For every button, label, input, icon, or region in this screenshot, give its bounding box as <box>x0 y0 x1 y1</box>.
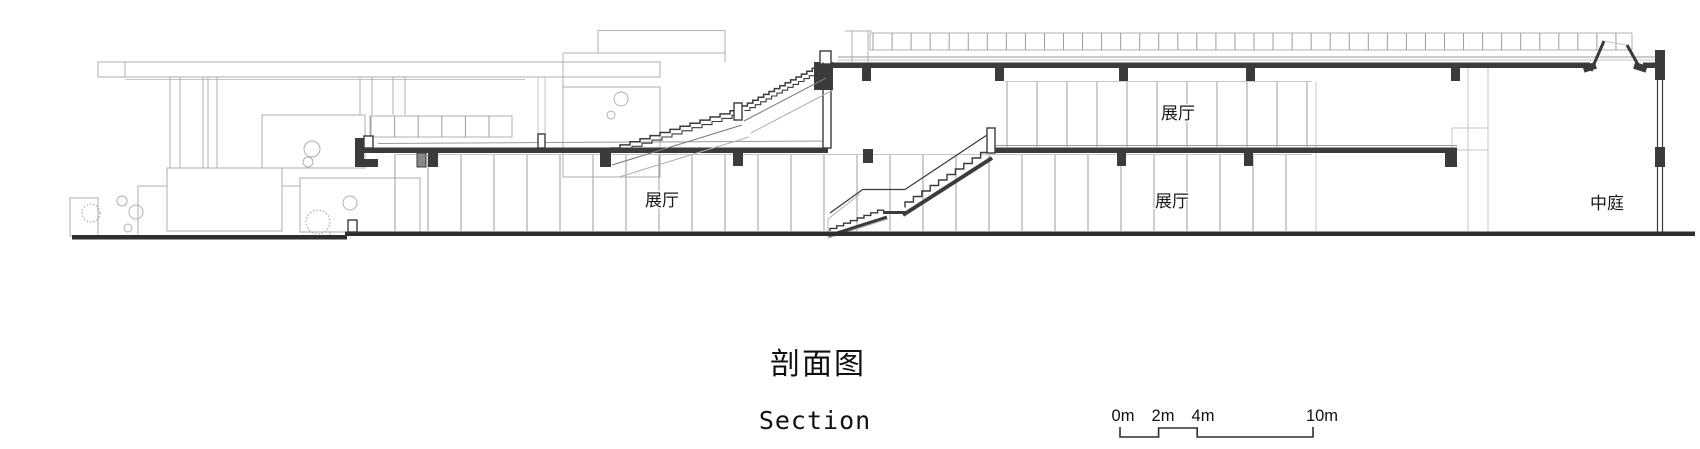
skylight-vents <box>1582 40 1648 73</box>
room-labels: 展厅 展厅 展厅 中庭 <box>644 103 1626 215</box>
skylight-band <box>369 115 513 138</box>
drawing-title-zh: 剖面图 <box>770 348 866 381</box>
canopy-roof-outline <box>97 61 661 78</box>
roof-slab <box>833 62 1590 68</box>
grand-stair <box>827 127 996 239</box>
ramp-stair-steps-upper <box>742 62 824 107</box>
right-floor-slab <box>992 147 1457 153</box>
scale-label-0m: 0m <box>1112 407 1135 425</box>
background-outlines <box>69 30 1489 237</box>
room-label-atrium: 中庭 <box>1590 194 1624 213</box>
section-cut <box>355 50 1665 234</box>
slab-end-upstand <box>355 138 364 167</box>
glazing-mullions <box>369 32 1655 231</box>
curtain-wall-mullion <box>1655 50 1665 80</box>
room-label-hall-lower-right: 展厅 <box>1155 192 1189 211</box>
ground-line <box>72 219 1695 240</box>
scale-bar-line <box>1119 427 1314 438</box>
drawing-title-en: Section <box>759 406 871 435</box>
shrub-circle <box>81 203 101 223</box>
scale-label-10m: 10m <box>1306 407 1338 425</box>
room-label-hall-left: 展厅 <box>645 191 679 210</box>
grand-stair-lower-flight <box>829 209 885 231</box>
grand-stair-top-upstand <box>986 127 996 154</box>
title-block: 剖面图 Section <box>759 348 871 435</box>
stair-glazing-post <box>822 79 832 149</box>
room-label-hall-upper-right: 展厅 <box>1161 104 1195 123</box>
ramp-stair-steps-lower <box>610 107 741 149</box>
scale-bar: 0m 2m 4m 10m <box>1112 407 1338 438</box>
scale-label-2m: 2m <box>1152 407 1175 425</box>
ramp-stair <box>610 62 834 178</box>
grand-stair-upper-flight <box>904 151 989 208</box>
building-ground-line <box>345 231 1695 236</box>
scale-label-4m: 4m <box>1192 407 1215 425</box>
left-floor-slab <box>364 147 828 153</box>
ramp-stair-break-post <box>733 102 743 121</box>
site-ground-line <box>72 235 347 240</box>
grand-stair-railing <box>904 132 991 191</box>
